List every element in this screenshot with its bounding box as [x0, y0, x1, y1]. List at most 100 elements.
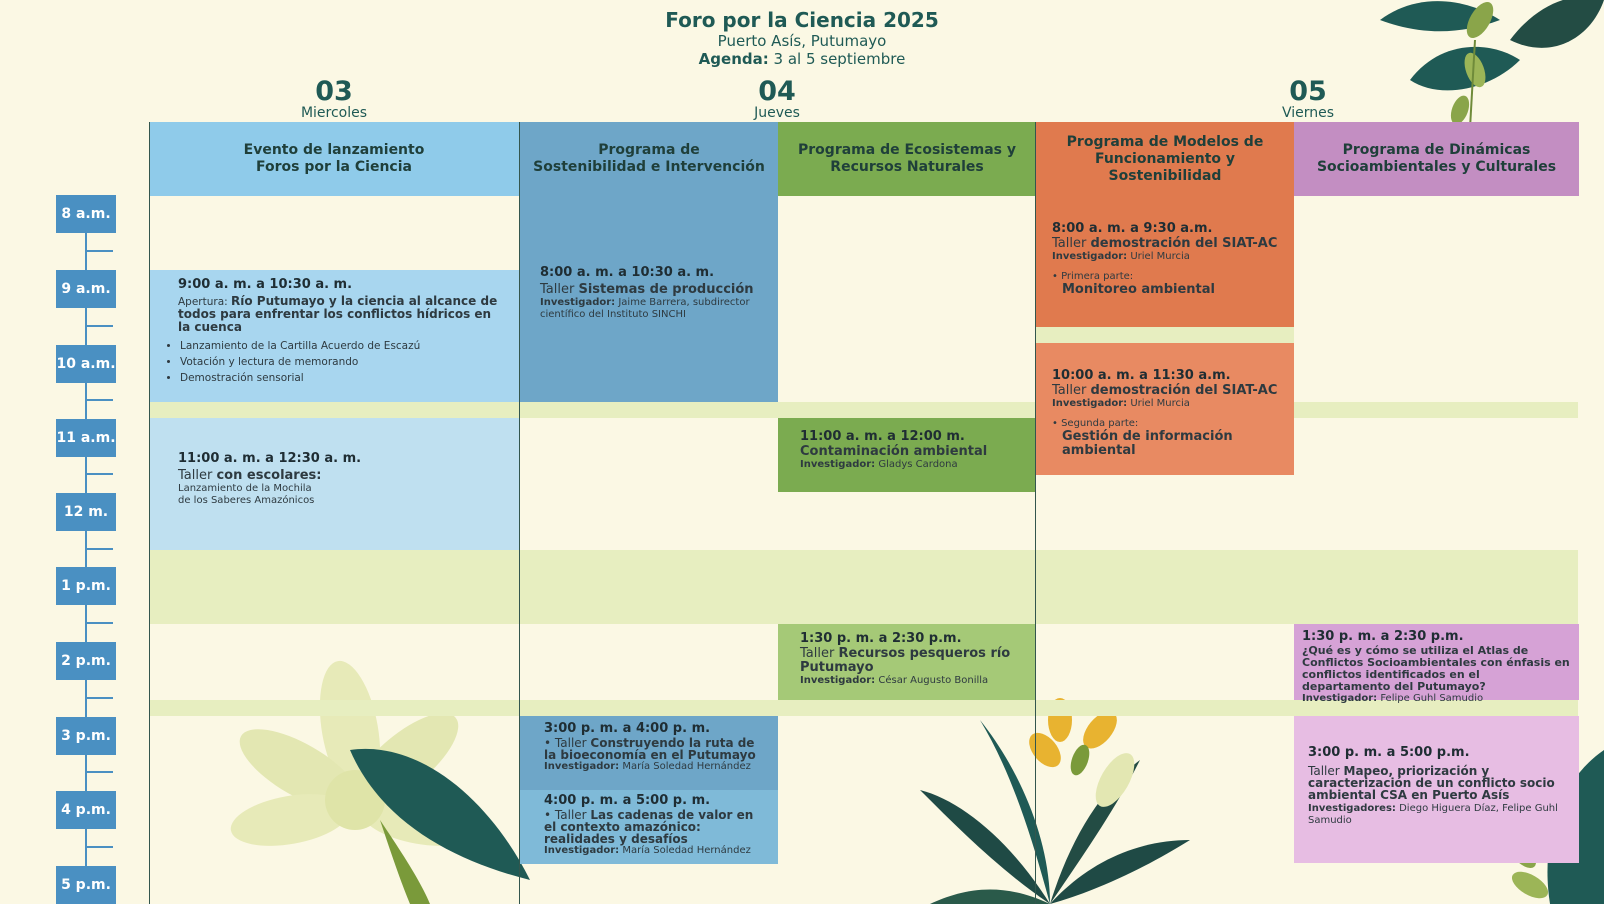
event-card-apertura[interactable]: 9:00 a. m. a 10:30 a. m. Apertura: Río P… — [150, 270, 519, 402]
event-investigator: Investigador: María Soledad Hernández — [544, 761, 751, 772]
event-description: de los Saberes Amazónicos — [178, 495, 315, 506]
event-investigator: Investigadores: Diego Higuera Díaz, Feli… — [1308, 803, 1558, 826]
event-part-title: Monitoreo ambiental — [1062, 282, 1216, 297]
list-item: Lanzamiento de la Cartilla Acuerdo de Es… — [180, 338, 503, 354]
lunch-band — [150, 550, 1578, 624]
list-item: Demostración sensorial — [180, 370, 503, 386]
tick — [85, 697, 113, 699]
day-header-03: 03 Miercoles — [284, 78, 384, 121]
time-axis — [85, 210, 87, 900]
event-time: 11:00 a. m. a 12:00 m. — [800, 429, 965, 444]
hour-label: 9 a.m. — [56, 270, 116, 308]
hour-label: 5 p.m. — [56, 866, 116, 904]
day-number: 03 — [315, 76, 353, 107]
tick — [85, 325, 113, 327]
hour-label: 2 p.m. — [56, 642, 116, 680]
event-investigator: Investigador: Felipe Guhl Samudio — [1302, 693, 1484, 704]
column-header-line: Funcionamiento y Sostenibilidad — [1094, 150, 1236, 184]
event-time: 3:00 p. m. a 4:00 p. m. — [544, 721, 711, 736]
event-title: Taller demostración del SIAT-AC — [1052, 236, 1278, 251]
event-time: 11:00 a. m. a 12:30 a. m. — [178, 451, 362, 466]
column-header-line: Foros por la Ciencia — [256, 159, 412, 175]
hour-label: 1 p.m. — [56, 567, 116, 605]
agenda-label: Agenda: — [698, 50, 769, 68]
event-investigator: Investigador: Uriel Murcia — [1052, 398, 1190, 409]
day-header-05: 05 Viernes — [1258, 78, 1358, 121]
column-header-line: Evento de lanzamiento — [243, 142, 425, 158]
event-card-escolares[interactable]: 11:00 a. m. a 12:30 a. m. Taller con esc… — [150, 418, 519, 550]
event-part-label: • Segunda parte: — [1052, 418, 1139, 429]
event-title: Contaminación ambiental — [800, 444, 988, 459]
agenda-dates: Agenda: 3 al 5 septiembre — [0, 50, 1604, 68]
event-title: • Taller Las cadenas de valor en el cont… — [544, 808, 754, 846]
list-item: Votación y lectura de memorando — [180, 354, 503, 370]
event-time: 1:30 p. m. a 2:30 p.m. — [1302, 629, 1464, 644]
event-title: Taller Recursos pesqueros río Putumayo — [800, 646, 1011, 675]
column-header-line: Sostenibilidad e Intervención — [533, 159, 765, 175]
event-card-siat-segunda[interactable]: 10:00 a. m. a 11:30 a.m. Taller demostra… — [1036, 343, 1294, 475]
tick — [85, 473, 113, 475]
break-band — [1036, 327, 1294, 343]
event-title: Apertura: Río Putumayo y la ciencia al a… — [178, 294, 498, 334]
event-part-label: • Primera parte: — [1052, 271, 1134, 282]
event-title: Taller con escolares: — [178, 468, 322, 483]
event-time: 4:00 p. m. a 5:00 p. m. — [544, 793, 711, 808]
column-divider — [1035, 122, 1036, 904]
event-investigator: Investigador: Jaime Barrera, subdirector… — [540, 297, 750, 320]
event-card-siat-primera[interactable]: 8:00 a. m. a 9:30 a.m. Taller demostraci… — [1036, 196, 1294, 327]
event-investigator: Investigador: María Soledad Hernández — [544, 845, 751, 856]
column-header-line: Programa de Ecosistemas y — [798, 142, 1016, 158]
event-card-contaminacion[interactable]: 11:00 a. m. a 12:00 m. Contaminación amb… — [778, 418, 1036, 492]
column-header-line: Programa de Dinámicas — [1342, 142, 1531, 158]
event-card-atlas-conflictos[interactable]: 1:30 p. m. a 2:30 p.m. ¿Qué es y cómo se… — [1294, 624, 1579, 704]
hour-label: 12 m. — [56, 493, 116, 531]
event-title: Taller demostración del SIAT-AC — [1052, 383, 1278, 398]
event-card-bioeconomia[interactable]: 3:00 p. m. a 4:00 p. m. • Taller Constru… — [520, 716, 778, 790]
day-name: Miercoles — [300, 105, 368, 121]
break-band — [150, 402, 1578, 418]
event-investigator: Investigador: César Augusto Bonilla — [800, 675, 989, 686]
column-header-line: Socioambientales y Culturales — [1316, 159, 1557, 175]
event-title: Taller Mapeo, priorización y caracteriza… — [1308, 764, 1555, 802]
tick — [85, 846, 113, 848]
hour-label: 3 p.m. — [56, 717, 116, 755]
event-time: 8:00 a. m. a 10:30 a. m. — [540, 265, 715, 280]
day-name: Viernes — [1281, 105, 1335, 121]
day-name: Jueves — [754, 105, 800, 121]
page-subtitle: Puerto Asís, Putumayo — [717, 32, 887, 50]
event-title: ¿Qué es y cómo se utiliza el Atlas de Co… — [1302, 644, 1570, 693]
event-bullets: Lanzamiento de la Cartilla Acuerdo de Es… — [166, 338, 503, 386]
event-time: 9:00 a. m. a 10:30 a. m. — [178, 277, 353, 292]
tick — [85, 548, 113, 550]
column-divider — [149, 122, 150, 904]
page-title: Foro por la Ciencia 2025 — [665, 8, 939, 32]
decorative-plant-bottom-center-icon — [920, 698, 1190, 904]
column-header-line: Programa de Modelos de — [1066, 133, 1264, 150]
hour-label: 10 a.m. — [56, 345, 116, 383]
hour-label: 4 p.m. — [56, 791, 116, 829]
event-time: 8:00 a. m. a 9:30 a.m. — [1052, 221, 1213, 236]
event-card-mapeo-csa[interactable]: 3:00 p. m. a 5:00 p.m. Taller Mapeo, pri… — [1294, 716, 1579, 863]
break-band — [150, 700, 1578, 716]
tick — [85, 399, 113, 401]
event-card-sistemas-produccion[interactable]: 8:00 a. m. a 10:30 a. m. Taller Sistemas… — [520, 196, 778, 402]
hour-label: 11 a.m. — [56, 419, 116, 457]
day-number: 05 — [1289, 76, 1327, 107]
event-investigator: Investigador: Uriel Murcia — [1052, 251, 1190, 262]
event-card-recursos-pesqueros[interactable]: 1:30 p. m. a 2:30 p.m. Taller Recursos p… — [778, 624, 1036, 700]
event-title: Taller Sistemas de producción — [540, 282, 754, 297]
event-card-cadenas-valor[interactable]: 4:00 p. m. a 5:00 p. m. • Taller Las cad… — [520, 790, 778, 864]
tick — [85, 250, 113, 252]
hour-label: 8 a.m. — [56, 195, 116, 233]
day-header-04: 04 Jueves — [727, 78, 827, 121]
event-time: 10:00 a. m. a 11:30 a.m. — [1052, 368, 1231, 383]
event-time: 3:00 p. m. a 5:00 p.m. — [1308, 745, 1470, 760]
tick — [85, 622, 113, 624]
tick — [85, 771, 113, 773]
event-title: • Taller Construyendo la ruta de la bioe… — [544, 736, 756, 762]
agenda-dates-value: 3 al 5 septiembre — [773, 50, 906, 68]
